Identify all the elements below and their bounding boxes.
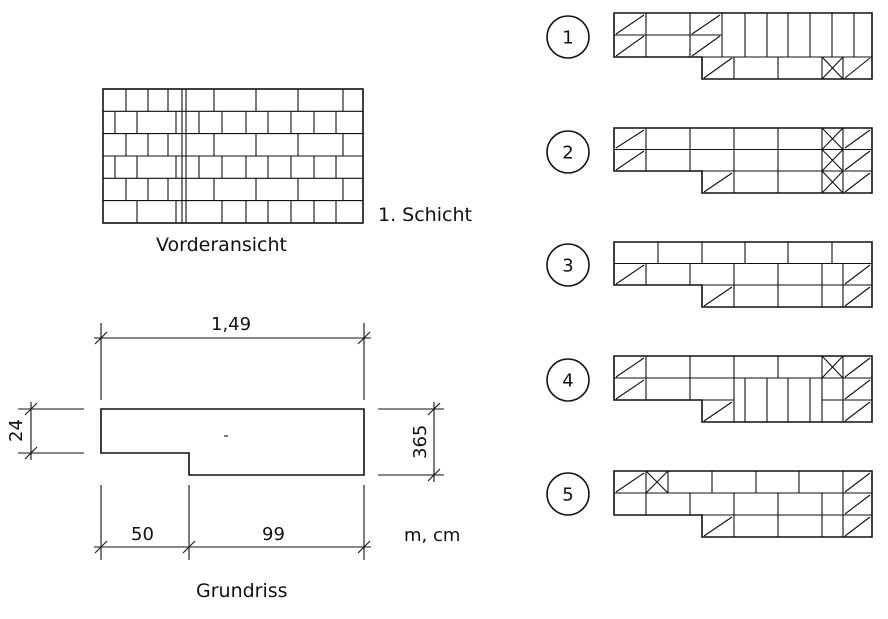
course-5: 5 (546, 470, 873, 538)
course-3: 3 (546, 241, 873, 308)
course-number-circle (546, 243, 590, 287)
course-number: 2 (562, 143, 573, 164)
dim-part-b: 99 (262, 524, 285, 545)
course-4: 4 (546, 355, 873, 423)
course-number: 4 (562, 371, 573, 392)
course-number: 3 (562, 256, 573, 277)
front-view-elevation (102, 88, 364, 224)
plan-drawing (18, 323, 444, 560)
course-2: 2 (546, 127, 873, 194)
course-number: 1 (562, 28, 573, 49)
plan-label: Grundriss (196, 580, 288, 602)
course-label: 1. Schicht (378, 204, 472, 226)
units-label: m, cm (404, 525, 460, 546)
front-view-label: Vorderansicht (156, 234, 287, 256)
course-number: 5 (562, 485, 573, 506)
wall-outline (100, 408, 365, 476)
course-number-circle (546, 358, 590, 402)
course-number-circle (546, 472, 590, 516)
dim-part-a: 50 (131, 524, 154, 545)
course-1: 1 (546, 12, 873, 80)
course-number-circle (546, 15, 590, 59)
dim-left-thickness: 24 (6, 419, 27, 442)
course-number-circle (546, 130, 590, 174)
dim-right-thickness: 365 (410, 425, 431, 459)
dim-total-length: 1,49 (211, 314, 251, 335)
